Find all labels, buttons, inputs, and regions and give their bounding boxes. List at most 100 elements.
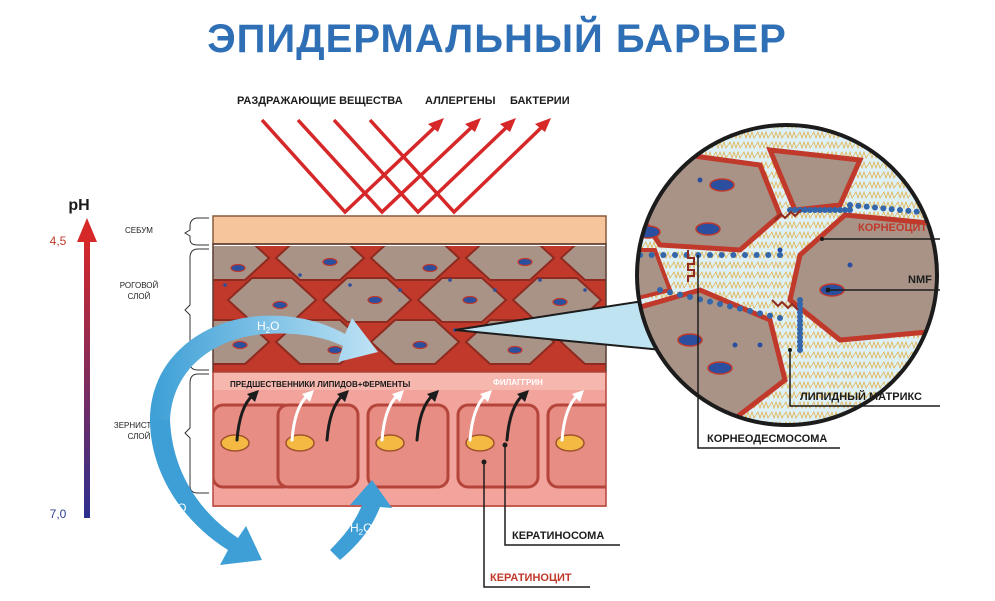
callout-keratinosome: КЕРАТИНОСОМА [512, 530, 604, 542]
lipid-head [797, 338, 803, 345]
lipid-head [797, 305, 803, 312]
corneocyte-nucleus [232, 340, 248, 350]
zoom-nucleus [677, 333, 703, 347]
lipid-head [797, 342, 803, 349]
secretion-arrowhead [480, 390, 492, 402]
lipid-head [747, 308, 753, 314]
lipid-head [737, 305, 743, 312]
ph-arrow-head [77, 218, 97, 242]
lipid-head [637, 385, 643, 392]
secretion-arrowhead [572, 390, 584, 402]
secretion-arrowhead [517, 390, 529, 402]
corneodesmosomes [637, 209, 802, 328]
water-label-left: H2O [164, 501, 186, 517]
lipid-head [797, 317, 803, 324]
lipid-head [863, 203, 870, 210]
lipid-head [913, 208, 920, 215]
lipid-head [872, 204, 878, 211]
lipid-head [897, 207, 903, 213]
layer-brackets [184, 217, 209, 494]
threat-bacteria-label: БАКТЕРИИ [510, 95, 570, 107]
lipid-head [637, 356, 643, 363]
corneocyte-nucleus [517, 257, 533, 267]
corneocyte-cell [464, 246, 556, 281]
zoom-granule [847, 262, 853, 268]
filaggrin-label: ФИЛАГГРИН [493, 378, 543, 387]
water-cycle: H2O H2O H2O [150, 315, 392, 565]
zoom-nucleus [695, 222, 721, 236]
lipid-head [797, 301, 803, 308]
zoom-granule [777, 247, 783, 253]
sebum-layer [212, 215, 607, 245]
water-label-top: H2O [257, 319, 279, 335]
lipid-head [797, 330, 803, 337]
corneocyte-dot [398, 288, 402, 292]
secretion-arrowhead [337, 390, 349, 402]
ph-label: pH [68, 197, 89, 214]
keratinocyte-nucleus [555, 434, 585, 452]
lipid-head [687, 294, 693, 300]
corneocyte-cell [559, 246, 606, 281]
ph-gradient-bar [84, 238, 90, 518]
corneocyte-nucleus [272, 300, 288, 310]
zoom-circle-border [635, 123, 939, 427]
secretion-arrowhead [302, 390, 314, 402]
lipid-head [717, 301, 723, 307]
zoom-corneocyte-2 [766, 147, 864, 213]
secretion-arrowhead [427, 390, 439, 402]
lipid-head [727, 303, 733, 310]
keratinocyte-nucleus [465, 434, 495, 452]
stratum-corneum [213, 246, 606, 372]
ph-top-value: 4,5 [50, 234, 67, 248]
corneocyte-nucleus [412, 340, 428, 350]
corneocyte-nucleus [230, 263, 246, 273]
corneocyte-dot [538, 278, 542, 282]
lipid-head [797, 347, 803, 353]
threat-arrow-1 [260, 118, 439, 215]
corneocyte-nucleus [322, 257, 338, 267]
lipid-head [812, 207, 818, 213]
reflected-threat-arrows [260, 118, 546, 215]
water-label-bottom: H2O [350, 521, 372, 537]
secretion-arrows [235, 390, 584, 442]
lipid-head [637, 379, 643, 386]
keratinocyte-nucleus [220, 434, 250, 452]
corneocyte-dot [493, 288, 497, 292]
lipid-head [637, 397, 643, 403]
lipid-head [822, 207, 828, 213]
threat-irritants-label: РАЗДРАЖАЮЩИЕ ВЕЩЕСТВА [237, 95, 403, 107]
zoom-corneocyte-3 [787, 212, 937, 343]
corneocyte-cell [274, 246, 366, 281]
lipid-head [797, 326, 803, 333]
corneocyte-dot [298, 273, 302, 277]
water-arrow-bottom [330, 480, 392, 560]
corneocyte-dot [583, 288, 587, 292]
lipid-head [742, 252, 748, 258]
water-arrow-top [150, 315, 378, 420]
threat-arrow-3 [332, 118, 511, 215]
corneocyte-cell [416, 277, 508, 323]
lipid-head [797, 309, 803, 316]
lipid-head [707, 252, 713, 258]
corneocyte-nucleus [462, 295, 478, 305]
corneocyte-dot [348, 283, 352, 287]
lipid-head [930, 210, 937, 217]
corneocyte-nucleus [367, 295, 383, 305]
lipid-head [730, 252, 737, 258]
layer-sebum-label: СЕБУМ [125, 226, 153, 235]
lipid-head [797, 322, 803, 328]
lipid-head [827, 207, 833, 213]
lipid-head [888, 206, 895, 213]
corneocyte-nucleus [507, 345, 523, 355]
keratinocyte-cell [456, 403, 540, 489]
corneocyte-nucleus [552, 297, 568, 307]
layer-corneum-label-line2: СЛОЙ [128, 292, 151, 301]
lipid-head [637, 373, 643, 380]
lipid-head [847, 202, 853, 208]
zoom-granule [757, 342, 763, 348]
corneocyte-dot [223, 283, 227, 287]
threat-arrow-4 [368, 118, 546, 215]
page-title: ЭПИДЕРМАЛЬНЫЙ БАРЬЕР [207, 15, 787, 61]
secretion-arrowhead [247, 390, 259, 402]
